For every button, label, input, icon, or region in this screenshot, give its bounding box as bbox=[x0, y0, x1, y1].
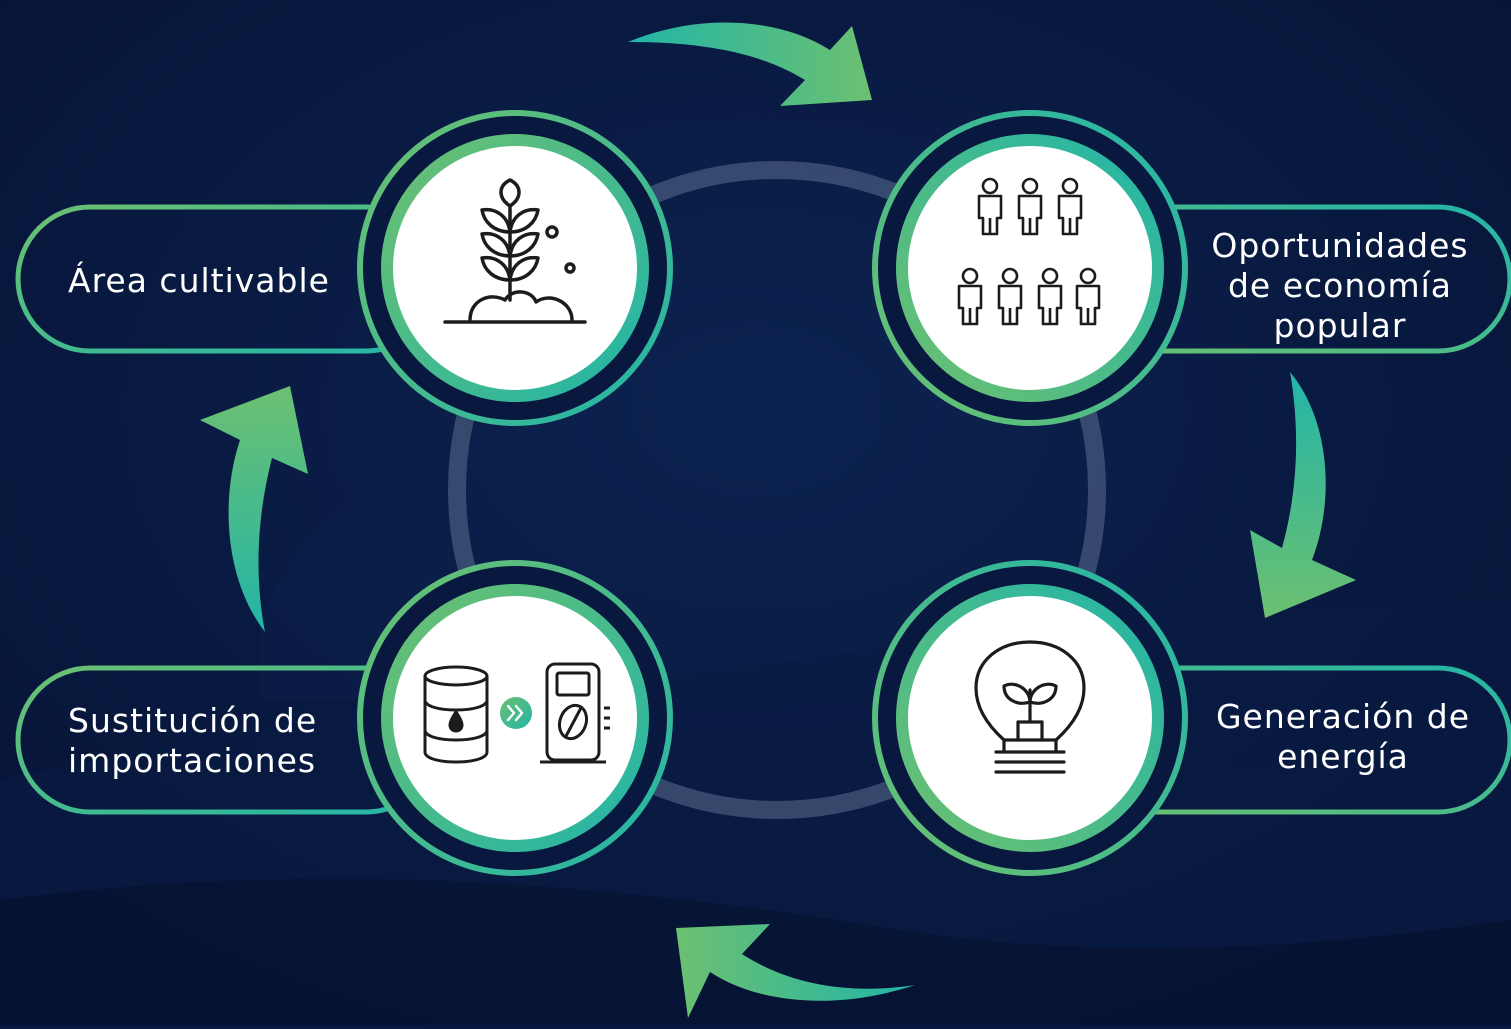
plant-icon bbox=[443, 178, 587, 324]
arrow-bottom bbox=[676, 924, 915, 1018]
arrow-left bbox=[200, 386, 308, 632]
label-line: Área cultivable bbox=[68, 261, 330, 300]
arrow-top bbox=[628, 22, 872, 107]
lightbulb-plant-icon bbox=[974, 640, 1086, 774]
people-icon bbox=[957, 177, 1101, 326]
label-line: de economía bbox=[1227, 266, 1453, 305]
label-line: importaciones bbox=[68, 741, 317, 780]
label-line: energía bbox=[1277, 737, 1409, 776]
label-line: Sustitución de bbox=[68, 701, 318, 740]
node-oportunidades bbox=[872, 110, 1188, 426]
label-line: Generación de bbox=[1215, 697, 1471, 736]
label-line: Oportunidades bbox=[1211, 226, 1469, 265]
label-generacion: Generación de energía bbox=[1188, 697, 1498, 777]
central-ring bbox=[448, 161, 1106, 819]
label-area-cultivable: Área cultivable bbox=[68, 261, 330, 301]
label-line: popular bbox=[1273, 306, 1407, 345]
label-sustitucion: Sustitución de importaciones bbox=[68, 701, 317, 781]
label-oportunidades: Oportunidades de economía popular bbox=[1188, 226, 1492, 346]
barrel-to-biofuel-icon bbox=[423, 662, 610, 764]
arrow-right bbox=[1250, 372, 1356, 618]
